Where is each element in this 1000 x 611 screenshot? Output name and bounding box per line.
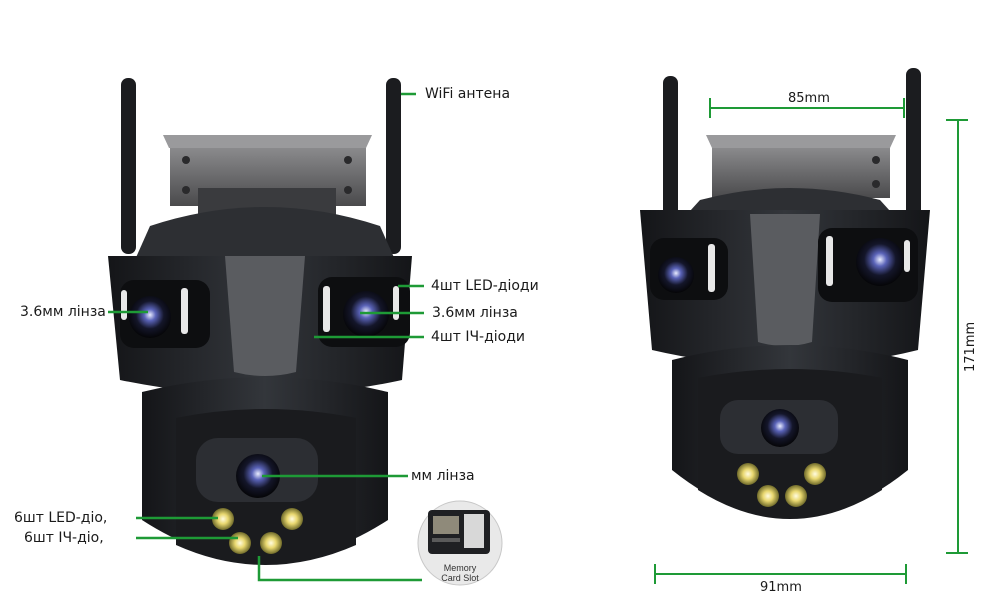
right-lens-label: 3.6мм лінза	[432, 305, 518, 321]
memory-card-line2: Card Slot	[441, 573, 479, 583]
ir6-label: 6шт ІЧ-діо,	[24, 530, 104, 546]
dimension-width-top: 85mm	[788, 91, 830, 106]
left-camera	[108, 78, 412, 565]
memory-card-line1: Memory	[443, 563, 477, 573]
memory-card-label: Memory Card Slot	[430, 563, 490, 583]
dimension-lines	[654, 98, 968, 584]
ir4-label: 4шт ІЧ-діоди	[431, 329, 526, 345]
dimension-height: 171mm	[963, 321, 978, 372]
led6-label: 6шт LED-діо,	[14, 510, 108, 526]
pointer-lines	[108, 92, 424, 582]
memory-card-inset	[417, 500, 503, 586]
left-lens-label: 3.6мм лінза	[20, 304, 106, 320]
bottom-lens-label: мм лінза	[411, 468, 475, 484]
dimension-width-bottom: 91mm	[760, 580, 802, 595]
wifi-antenna-label: WiFi антена	[425, 86, 511, 102]
led4-label: 4шт LED-діоди	[431, 278, 539, 294]
right-camera	[640, 68, 930, 519]
